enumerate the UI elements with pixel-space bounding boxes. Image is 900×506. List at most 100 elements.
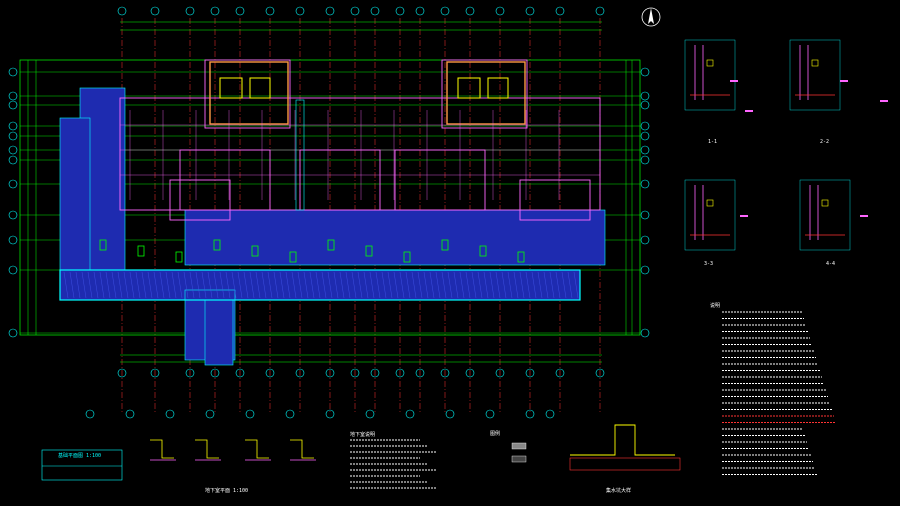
column-tag (403, 251, 411, 263)
title-block-label: 基础平面图 1:100 (58, 453, 102, 459)
hatch-line (375, 271, 381, 299)
elevator-shaft (249, 77, 271, 99)
dim-mark (730, 80, 738, 82)
mini-section (245, 439, 269, 459)
axis-bubble (525, 368, 535, 378)
column-tag (479, 245, 487, 257)
axis-bubble (495, 6, 505, 16)
hatch-line (87, 271, 93, 299)
axis-bubble (245, 409, 255, 419)
dim-mark (840, 80, 848, 82)
hatch-line (447, 271, 453, 299)
hatch-line (345, 271, 351, 299)
hatch-line (531, 271, 537, 299)
axis-bubble (525, 409, 535, 419)
hatch-line (429, 271, 435, 299)
dim-mark (860, 215, 868, 217)
hatch-line (459, 271, 465, 299)
detail-label: 集水坑大样 (606, 488, 632, 494)
hatch-line (279, 271, 285, 299)
hatch-line (543, 271, 549, 299)
walls (119, 59, 601, 221)
hatch-line (237, 271, 243, 299)
section-label-4: 4-4 (826, 261, 836, 267)
hatch-line (537, 271, 543, 299)
hatch-line (105, 271, 111, 299)
axis-bubble (325, 409, 335, 419)
hatch-line (297, 271, 303, 299)
wall-outline (169, 179, 231, 221)
hatch-line (369, 271, 375, 299)
hatch-line (315, 271, 321, 299)
axis-bubble (205, 409, 215, 419)
column-tag (289, 251, 297, 263)
axis-bubble (235, 6, 245, 16)
basement-perimeter (59, 269, 581, 301)
hatch-line (243, 271, 249, 299)
column-tag (137, 245, 145, 257)
column-tag (517, 251, 525, 263)
axis-bubble (8, 91, 18, 101)
axis-bubble (465, 6, 475, 16)
axis-bubble (150, 6, 160, 16)
axis-bubble (555, 6, 565, 16)
section-label-2: 2-2 (820, 139, 830, 145)
column-tag (175, 251, 183, 263)
axis-bubble (117, 368, 127, 378)
column-tag (441, 239, 449, 251)
basement-hatch-fills (59, 87, 606, 366)
axis-bubble (640, 131, 650, 141)
axis-bubble (350, 6, 360, 16)
hatch-line (513, 271, 519, 299)
hatch-line (231, 271, 237, 299)
axis-bubble (525, 6, 535, 16)
title-block (41, 449, 123, 481)
axis-bubble (150, 368, 160, 378)
plan-caption: 地下室平面 1:100 (205, 488, 249, 494)
hatch-line (171, 271, 177, 299)
pit-outline (570, 424, 675, 456)
axis-bubble (640, 210, 650, 220)
hatch-line (303, 271, 309, 299)
axis-bubble (185, 368, 195, 378)
hatch-line (147, 271, 153, 299)
axis-bubble (8, 265, 18, 275)
section-label-1: 1-1 (708, 139, 718, 145)
wall-outline (394, 149, 486, 211)
axis-bubble (555, 368, 565, 378)
axis-bubble (325, 6, 335, 16)
column-tag (365, 245, 373, 257)
hatch-line (177, 271, 183, 299)
axis-bubble (210, 6, 220, 16)
legend-swatch (511, 442, 527, 450)
room-outlines (99, 99, 600, 263)
elevator-shaft (219, 77, 243, 99)
hatch-line (111, 271, 117, 299)
axis-bubble (265, 6, 275, 16)
axis-bubble (485, 409, 495, 419)
hatch-line (435, 271, 441, 299)
detail-frame (789, 39, 841, 111)
hatch-line (129, 271, 135, 299)
axis-bubble (165, 409, 175, 419)
axis-bubble (210, 368, 220, 378)
hatch-line (285, 271, 291, 299)
hatch-line (225, 271, 231, 299)
axis-bubble (295, 368, 305, 378)
axis-bubble (640, 145, 650, 155)
hatch-line (567, 271, 573, 299)
axis-bubble (365, 409, 375, 419)
hatch-line (519, 271, 525, 299)
hatch-line (477, 271, 483, 299)
axis-bubble (8, 100, 18, 110)
axis-bubble (640, 100, 650, 110)
hatch-line (357, 271, 363, 299)
axis-bubble (125, 409, 135, 419)
hatch-line (495, 271, 501, 299)
hatch-line (405, 271, 411, 299)
axis-bubble (640, 235, 650, 245)
hatch-line (267, 271, 273, 299)
axis-bubble (405, 409, 415, 419)
hatch-line (465, 271, 471, 299)
